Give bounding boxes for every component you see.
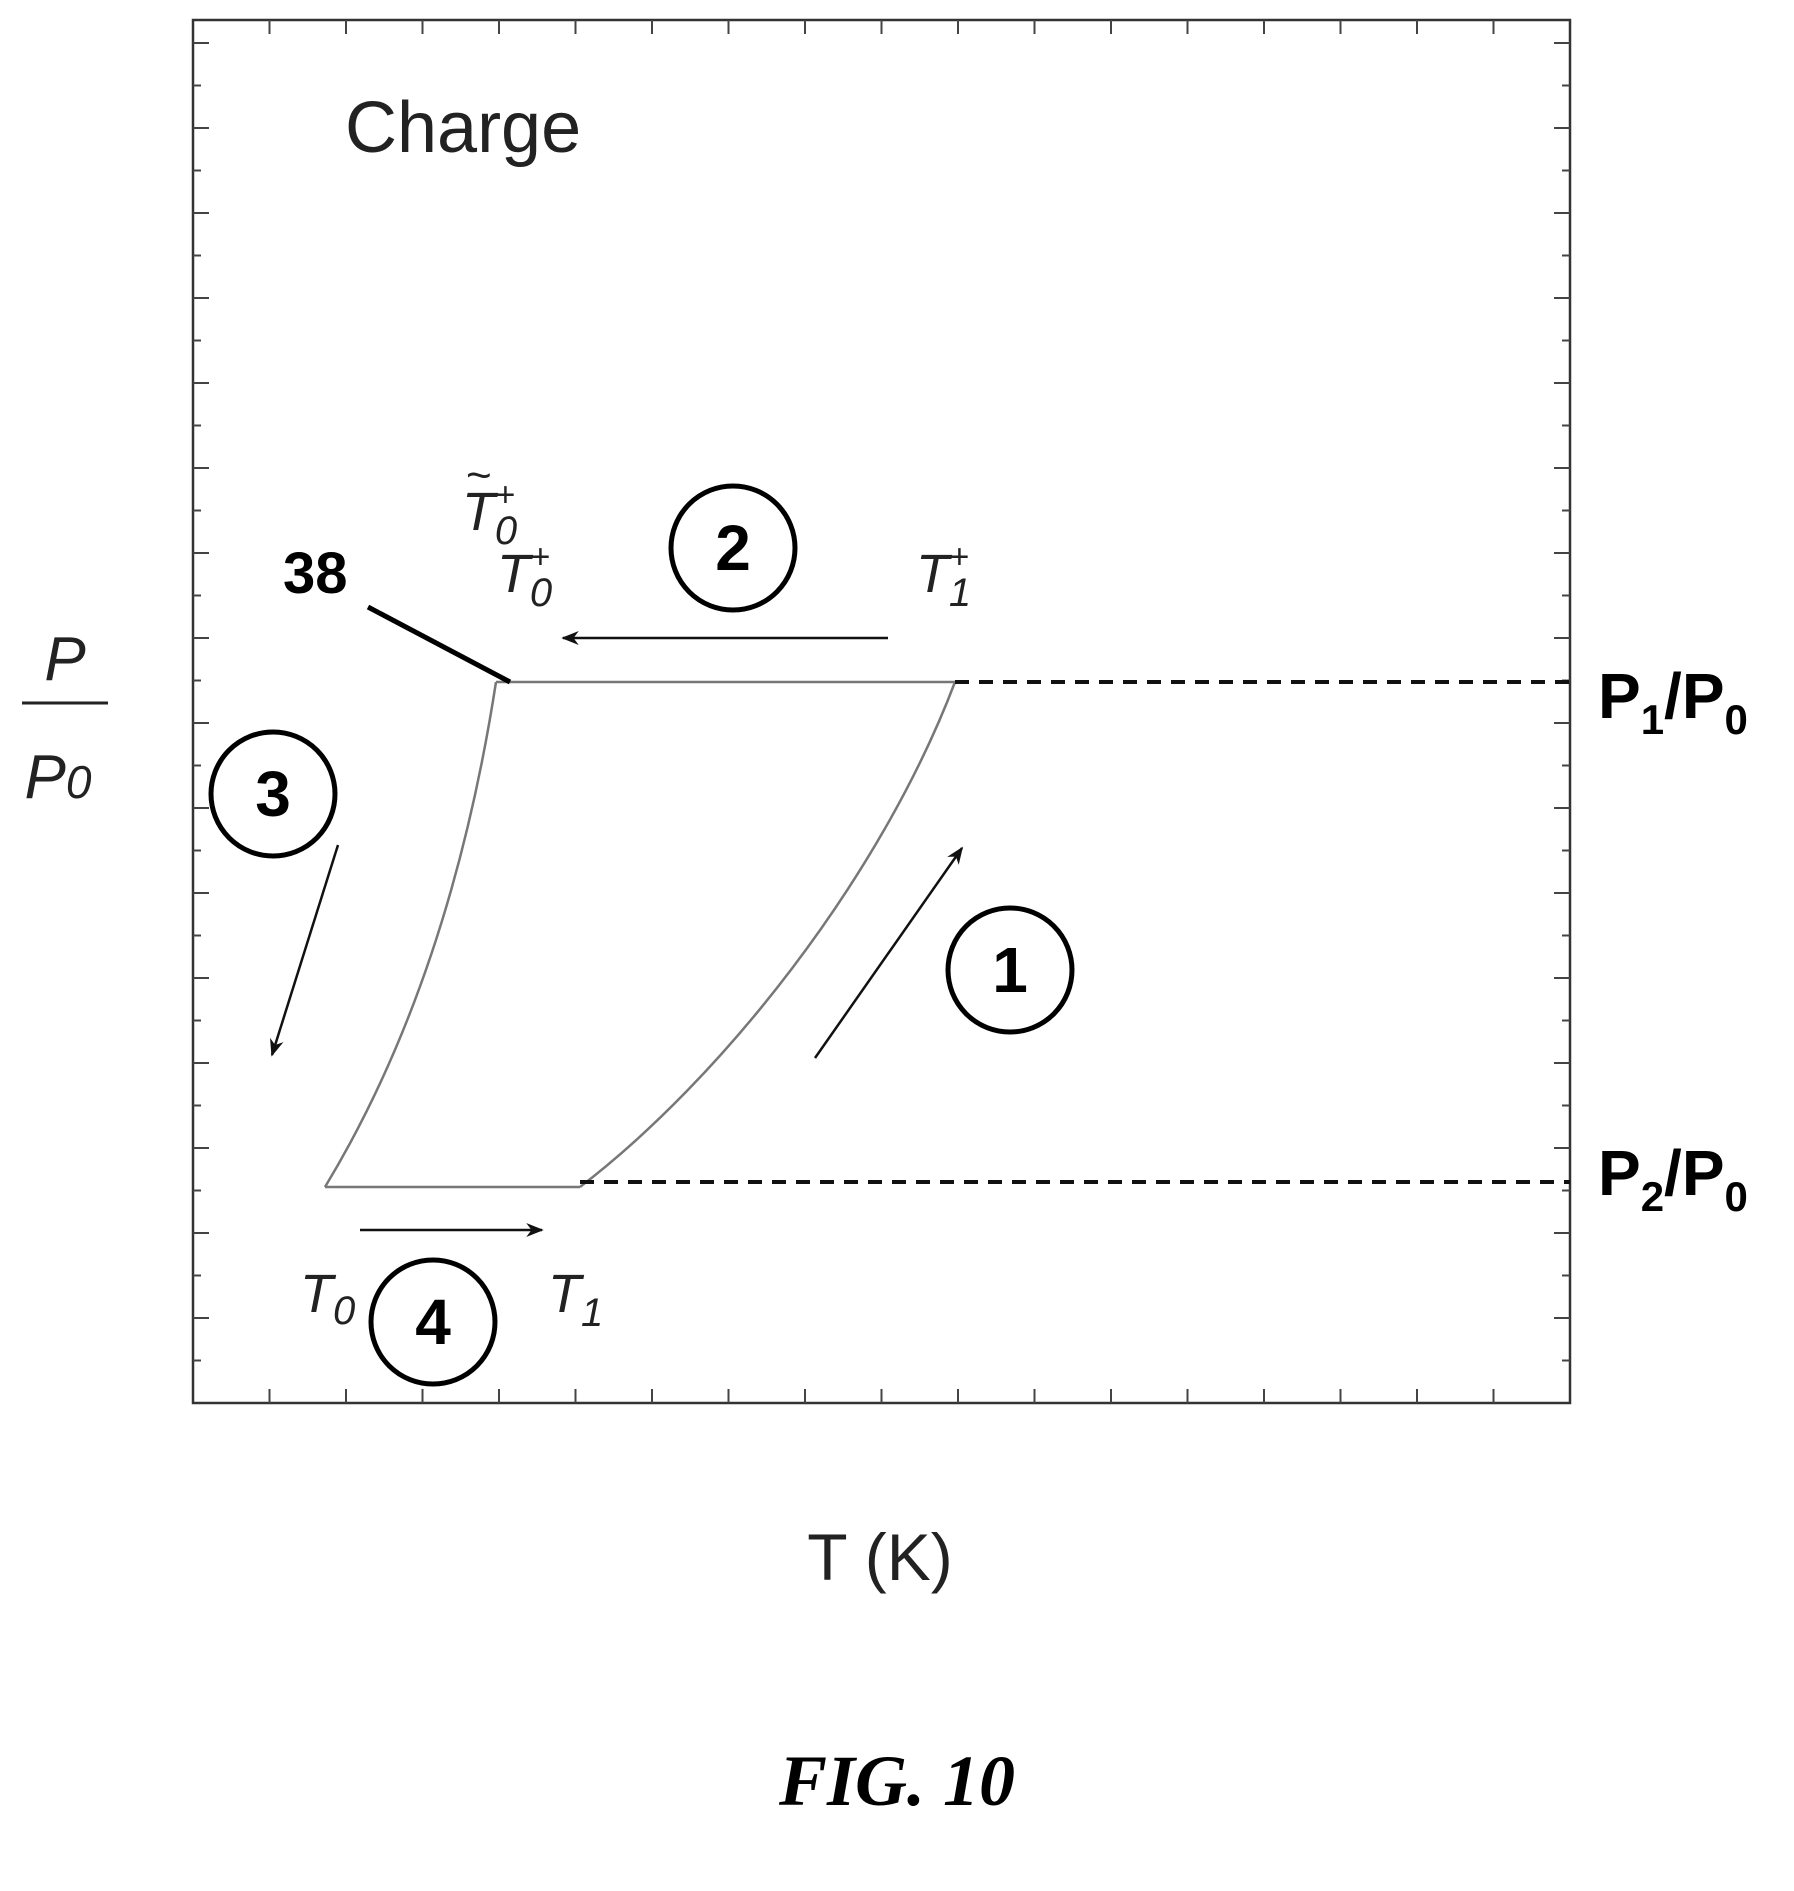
svg-text:2: 2 bbox=[715, 512, 751, 584]
direction-arrows bbox=[272, 638, 962, 1230]
step-circle-2: 2 bbox=[671, 486, 795, 610]
temperature-label-t0-tilde-plus: ~ T+0 bbox=[462, 451, 517, 553]
y-axis-label: P P0 bbox=[22, 625, 108, 812]
svg-text:P0: P0 bbox=[25, 743, 92, 812]
plot-frame bbox=[193, 20, 1570, 1403]
p1-label: P1/P0 bbox=[1598, 660, 1748, 743]
svg-text:T+0: T+0 bbox=[462, 476, 517, 553]
svg-text:3: 3 bbox=[255, 758, 291, 830]
step-circle-1: 1 bbox=[948, 908, 1072, 1032]
temperature-label-t0: T0 bbox=[300, 1264, 355, 1333]
compression-curve bbox=[580, 682, 955, 1187]
step-circle-4: 4 bbox=[371, 1260, 495, 1384]
svg-text:P: P bbox=[44, 625, 85, 694]
x-axis-label: T (K) bbox=[807, 1520, 952, 1594]
step-circle-3: 3 bbox=[211, 732, 335, 856]
svg-text:1: 1 bbox=[992, 934, 1028, 1006]
expansion-curve bbox=[325, 682, 496, 1187]
arrow-step-1 bbox=[815, 848, 962, 1058]
temperature-label-t1-plus: T+1 bbox=[916, 538, 971, 615]
axis-ticks bbox=[193, 20, 1570, 1403]
reference-numeral-38: 38 bbox=[283, 541, 348, 606]
temperature-label-t0-plus: T+0 bbox=[497, 538, 552, 615]
leader-line-38 bbox=[368, 607, 510, 682]
temperature-label-t1: T1 bbox=[548, 1264, 603, 1335]
p2-label: P2/P0 bbox=[1598, 1137, 1748, 1220]
chart-title: Charge bbox=[345, 88, 581, 168]
svg-text:4: 4 bbox=[415, 1286, 451, 1358]
figure-caption: FIG. 10 bbox=[0, 1740, 1794, 1823]
arrow-step-3 bbox=[272, 845, 338, 1055]
cycle-path bbox=[325, 682, 955, 1187]
